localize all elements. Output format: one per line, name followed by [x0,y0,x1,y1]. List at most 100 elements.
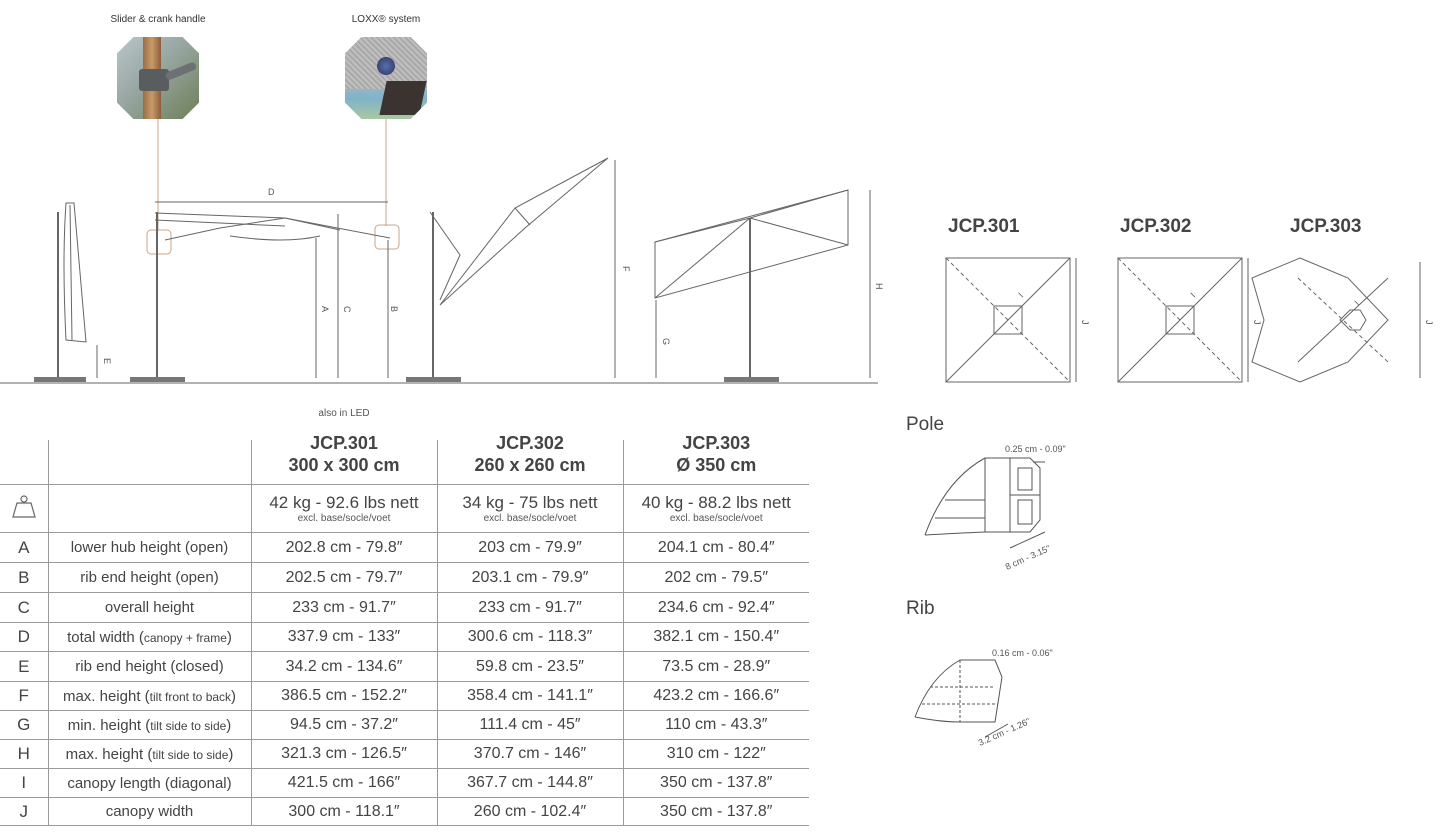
row-value: 202.5 cm - 79.7″ [250,562,437,593]
row-value: 111.4 cm - 45″ [436,710,623,740]
row-value: 423.2 cm - 166.6″ [622,681,809,711]
row-value: 367.7 cm - 144.8″ [436,768,623,798]
row-letter: H [0,739,48,769]
dim-label-f: F [621,266,631,272]
row-letter: I [0,768,48,798]
pole-thickness-label: 0.25 cm - 0.09" [1005,444,1066,454]
row-value: 260 cm - 102.4″ [436,797,623,826]
top-view-title-303: JCP.303 [1290,216,1362,237]
row-value: 386.5 cm - 152.2″ [250,681,437,711]
row-value: 382.1 cm - 150.4″ [622,622,809,652]
row-description: rib end height (closed) [47,651,251,682]
row-description: canopy length (diagonal) [47,768,251,798]
row-description: total width (canopy + frame) [47,622,251,652]
callout-caption-loxx: LOXX® system [351,14,421,25]
row-value: 233 cm - 91.7″ [436,592,623,623]
row-value: 421.5 cm - 166″ [250,768,437,798]
dim-label-d: D [268,187,275,197]
dim-label-c: C [342,306,352,313]
rib-title: Rib [906,598,935,619]
header-model: JCP.303 [682,433,751,453]
row-value: 300 cm - 118.1″ [250,797,437,826]
row-letter: A [0,532,48,563]
header-size: 260 x 260 cm [474,455,586,475]
top-label-j-302: J [1252,320,1262,325]
row-value: 73.5 cm - 28.9″ [622,651,809,682]
top-label-i-303: I [1352,299,1361,308]
row-description: min. height (tilt side to side) [47,710,251,740]
top-view-title-301: JCP.301 [948,216,1020,237]
row-value: 203.1 cm - 79.9″ [436,562,623,593]
dim-label-b: B [389,306,399,312]
callout-caption-crank: Slider & crank handle [110,14,206,25]
row-value: 370.7 cm - 146″ [436,739,623,769]
row-value: 350 cm - 137.8″ [622,797,809,826]
row-value: 310 cm - 122″ [622,739,809,769]
pole-title: Pole [906,414,945,435]
row-value: 202.8 cm - 79.8″ [250,532,437,563]
loxx-system-photo [345,37,427,119]
table-header-row: also in LED JCP.301 300 x 300 cm JCP.302… [0,408,809,485]
top-label-j-301: J [1080,320,1090,325]
row-value: 59.8 cm - 23.5″ [436,651,623,682]
header-size: Ø 350 cm [676,455,757,475]
row-value: 350 cm - 137.8″ [622,768,809,798]
row-value: 202 cm - 79.5″ [622,562,809,593]
row-letter: G [0,710,48,740]
row-letter: B [0,562,48,593]
dim-label-e: E [102,358,112,364]
pole-profile-drawing: 0.25 cm - 0.09" 8 cm - 3.15" [924,444,1066,572]
row-value: 300.6 cm - 118.3″ [436,622,623,652]
weight-icon [0,484,48,533]
row-description: canopy width [47,797,251,826]
header-size: 300 x 300 cm [288,455,400,475]
row-description: max. height (tilt front to back) [47,681,251,711]
rib-profile-drawing: 0.16 cm - 0.06" 3.2 cm - 1.26" [914,648,1053,748]
top-view-title-302: JCP.302 [1120,216,1192,237]
row-value: 94.5 cm - 37.2″ [250,710,437,740]
side-view-drawings: D A C B E F G H [0,119,884,384]
row-letter: D [0,622,48,652]
row-value: 358.4 cm - 141.1″ [436,681,623,711]
dim-label-h: H [874,283,884,290]
row-letter: J [0,797,48,826]
row-value: 234.6 cm - 92.4″ [622,592,809,623]
row-letter: F [0,681,48,711]
row-value: 110 cm - 43.3″ [622,710,809,740]
row-value: 321.3 cm - 126.5″ [250,739,437,769]
row-description: rib end height (open) [47,562,251,593]
top-view-drawings: I I I J J J [945,257,1434,383]
row-letter: C [0,592,48,623]
row-description: overall height [47,592,251,623]
rib-width-label: 3.2 cm - 1.26" [977,716,1032,748]
row-value: 204.1 cm - 80.4″ [622,532,809,563]
header-col-302: JCP.302 260 x 260 cm [436,433,623,485]
led-note: also in LED [318,408,370,419]
row-description: max. height (tilt side to side) [47,739,251,769]
header-model: JCP.301 [310,433,378,453]
top-label-i-302: I [1188,291,1197,300]
row-value: 337.9 cm - 133″ [250,622,437,652]
row-value: 203 cm - 79.9″ [436,532,623,563]
header-model: JCP.302 [496,433,564,453]
header-col-301: also in LED JCP.301 300 x 300 cm [250,408,437,485]
dim-label-a: A [320,306,330,312]
rib-thickness-label: 0.16 cm - 0.06" [992,648,1053,658]
top-label-i-301: I [1016,291,1025,300]
top-label-j-303: J [1424,320,1434,325]
row-value: 34.2 cm - 134.6″ [250,651,437,682]
header-col-303: JCP.303 Ø 350 cm [622,433,809,485]
